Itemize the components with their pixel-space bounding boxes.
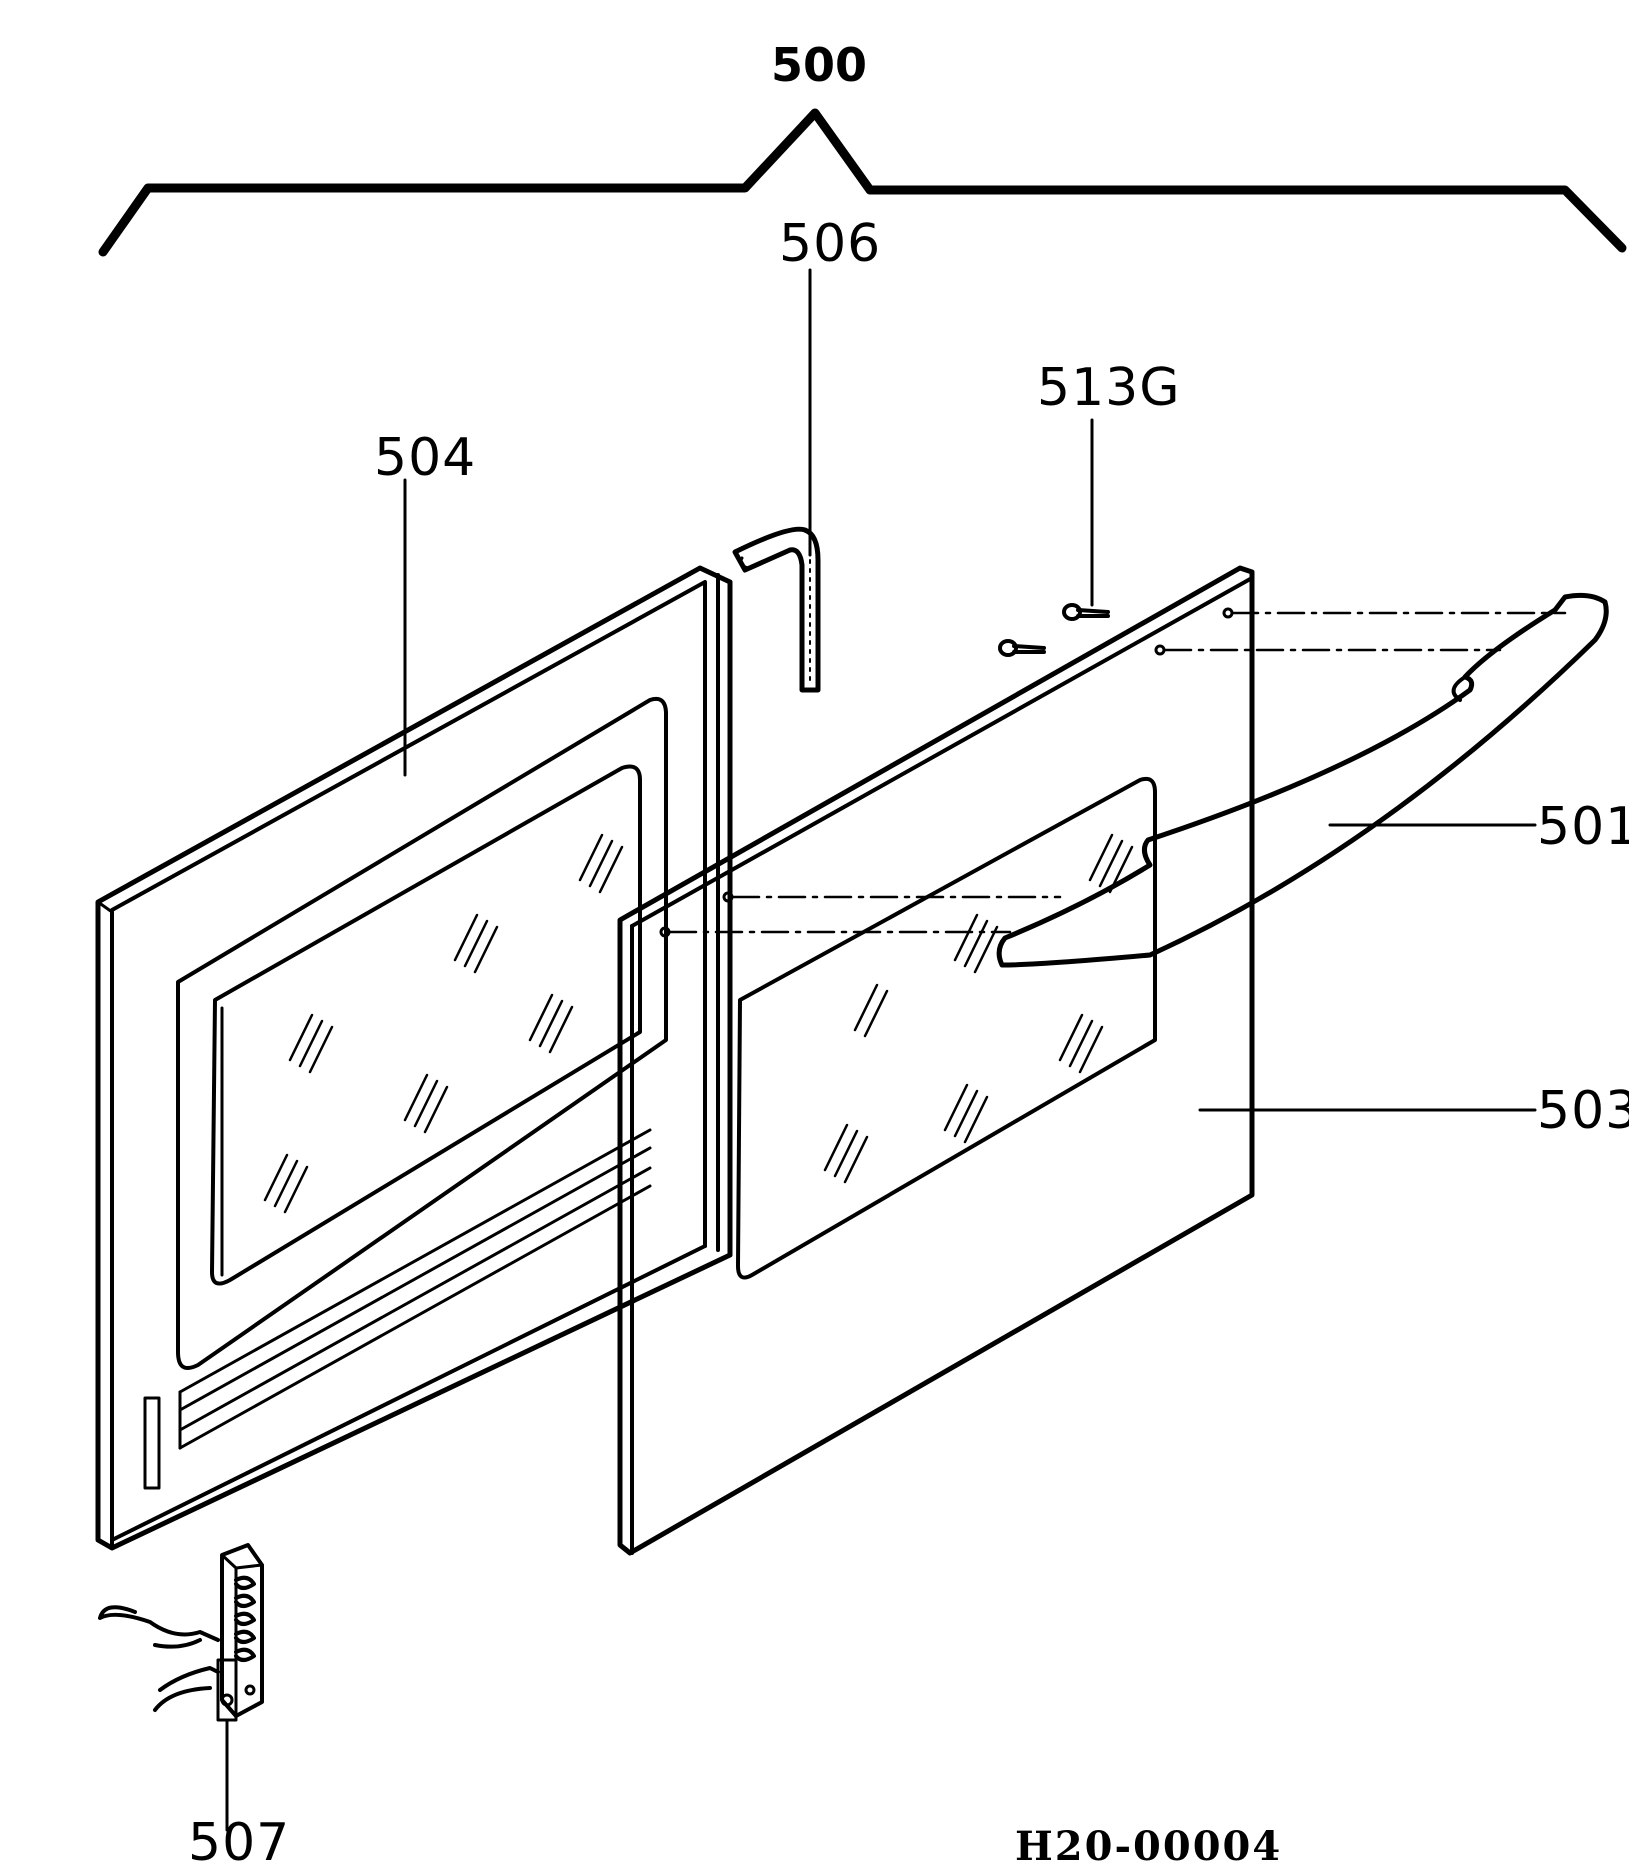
assembly-label-500: 500 — [771, 38, 868, 92]
part-label-513G: 513G — [1037, 358, 1181, 418]
part-label-501: 501 — [1537, 797, 1629, 857]
hinge-507 — [98, 1543, 264, 1722]
assembly-brace — [98, 108, 1627, 257]
handle-501 — [996, 592, 1609, 968]
part-label-503: 503 — [1537, 1081, 1629, 1141]
outer-panel-503 — [617, 565, 1255, 1556]
screws-513G — [998, 603, 1110, 657]
document-code: H20-00004 — [1015, 1823, 1283, 1870]
part-label-504: 504 — [374, 428, 477, 488]
seal-506 — [732, 526, 821, 693]
part-label-507: 507 — [188, 1813, 291, 1873]
inner-panel-504 — [95, 565, 733, 1551]
part-label-506: 506 — [779, 214, 882, 274]
